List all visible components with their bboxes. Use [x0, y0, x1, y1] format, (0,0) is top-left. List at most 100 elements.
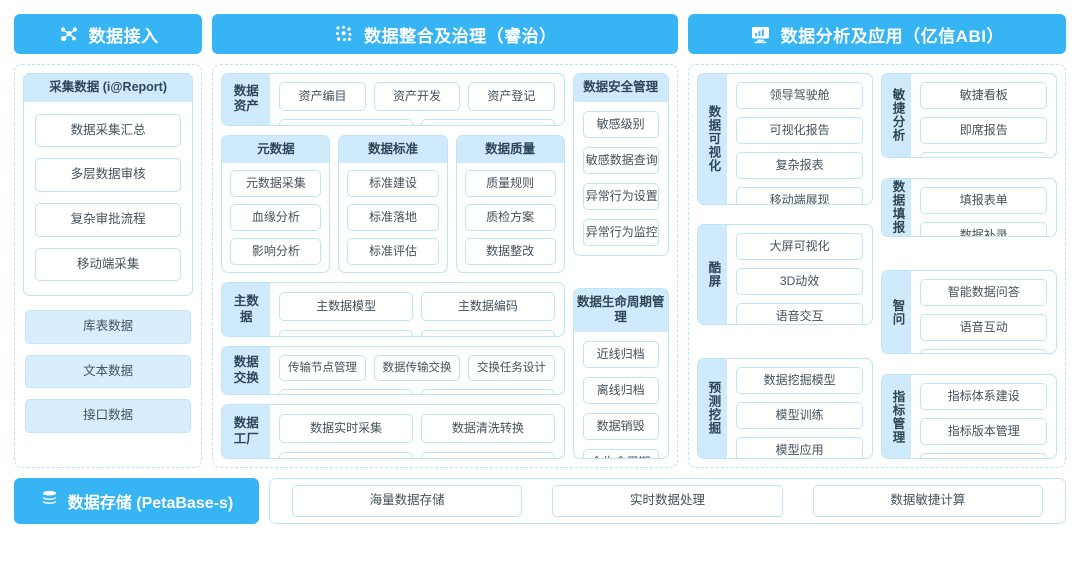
- chip-mdm-model[interactable]: 主数据模型: [279, 292, 413, 322]
- chip-standard-2[interactable]: 标准评估: [347, 238, 439, 266]
- group-smart-ask: 智问 智能数据问答 语音互动 知识图谱: [880, 269, 1057, 355]
- chip-indicator-1[interactable]: 指标版本管理: [920, 418, 1047, 446]
- group-label: 数据工厂: [222, 405, 271, 458]
- chip-mining-2[interactable]: 模型应用: [736, 436, 863, 459]
- chip-exchange-node[interactable]: 传输节点管理: [279, 354, 366, 382]
- chip-metadata-1[interactable]: 血缘分析: [230, 204, 322, 232]
- chip-agile-2[interactable]: 幻灯片报告: [920, 152, 1047, 157]
- header-banner-row: 数据接入 数据整合及治理（睿治）: [14, 14, 1066, 54]
- group-master-data: 主数据 主数据模型 主数据编码 主数据维护 主数据分发: [221, 282, 565, 337]
- chip-security-0[interactable]: 敏感级别: [582, 110, 659, 138]
- chip-asset-service[interactable]: 资产服务: [420, 119, 555, 125]
- chip-lifecycle-1[interactable]: 离线归档: [582, 376, 659, 404]
- chip-lifecycle-2[interactable]: 数据销毁: [582, 412, 659, 440]
- chip-fill-1[interactable]: 数据补录: [920, 221, 1047, 236]
- chip-coolscreen-2[interactable]: 语音交互: [736, 302, 863, 324]
- chip-visualization-3[interactable]: 移动端展现: [736, 187, 863, 204]
- chip-factory-encrypt[interactable]: 数据加密: [279, 452, 413, 459]
- chip-quality-2[interactable]: 数据整改: [464, 238, 556, 266]
- chip-asset-develop[interactable]: 资产开发: [373, 82, 461, 111]
- group-title: 数据标准: [339, 135, 447, 164]
- chip-visualization-0[interactable]: 领导驾驶舱: [736, 82, 863, 109]
- chip-security-1[interactable]: 敏感数据查询: [582, 146, 659, 174]
- chip-storage-0[interactable]: 海量数据存储: [292, 485, 523, 517]
- group-title: 数据生命周期管理: [573, 288, 668, 332]
- chip-lifecycle-0[interactable]: 近线归档: [582, 340, 659, 368]
- chip-mdm-distribute[interactable]: 主数据分发: [420, 330, 555, 336]
- nodes-icon: [58, 23, 80, 45]
- chip-mining-1[interactable]: 模型训练: [736, 401, 863, 429]
- chip-ask-2[interactable]: 知识图谱: [920, 348, 1047, 354]
- chip-collect-0[interactable]: 数据采集汇总: [35, 113, 182, 148]
- chip-standard-1[interactable]: 标准落地: [347, 204, 439, 232]
- group-visualization: 数据可视化 领导驾驶舱 可视化报告 复杂报表 移动端展现: [696, 73, 873, 205]
- storage-row-container: 数据存储 (PetaBase-s) 海量数据存储 实时数据处理 数据敏捷计算: [14, 478, 1066, 524]
- chip-exchange-transfer[interactable]: 数据传输交换: [373, 354, 461, 382]
- chip-asset-tag[interactable]: 资产标签: [279, 119, 413, 125]
- chip-source-1[interactable]: 文本数据: [25, 354, 192, 389]
- chip-ask-1[interactable]: 语音互动: [920, 313, 1047, 341]
- group-label: 预测挖掘: [697, 358, 728, 459]
- chip-quality-0[interactable]: 质量规则: [464, 170, 556, 198]
- group-title: 数据安全管理: [573, 74, 668, 102]
- chip-asset-register[interactable]: 资产登记: [468, 82, 555, 111]
- group-label: 指标管理: [881, 375, 912, 459]
- group-label: 主数据: [222, 283, 271, 336]
- chip-indicator-0[interactable]: 指标体系建设: [920, 383, 1047, 411]
- group-data-sources: 库表数据 文本数据 接口数据: [23, 310, 193, 433]
- chip-visualization-2[interactable]: 复杂报表: [736, 152, 863, 179]
- dots-grid-icon: [333, 23, 355, 45]
- chip-collect-3[interactable]: 移动端采集: [35, 247, 182, 282]
- chip-source-0[interactable]: 库表数据: [25, 310, 192, 344]
- chip-factory-clean[interactable]: 数据清洗转换: [420, 414, 555, 444]
- group-data-standard: 数据标准 标准建设 标准落地 标准评估: [338, 134, 448, 274]
- group-data-fill: 数据填报 填报表单 数据补录: [880, 177, 1057, 237]
- chip-coolscreen-1[interactable]: 3D动效: [736, 267, 863, 295]
- chip-collect-1[interactable]: 多层数据审核: [35, 158, 182, 192]
- banner-data-storage[interactable]: 数据存储 (PetaBase-s): [14, 478, 259, 524]
- group-indicator-management: 指标管理 指标体系建设 指标版本管理 指标数据分析: [880, 374, 1057, 460]
- chip-exchange-schedule[interactable]: 任务调度管理: [279, 389, 413, 395]
- group-data-asset: 数据资产 资产编目 资产开发 资产登记 资产标签 资产服务: [221, 73, 565, 126]
- chip-security-2[interactable]: 异常行为设置: [582, 182, 659, 210]
- chip-factory-realtime[interactable]: 数据实时采集: [279, 414, 413, 444]
- chip-security-3[interactable]: 异常行为监控: [582, 218, 659, 246]
- chip-fill-0[interactable]: 填报表单: [920, 186, 1047, 214]
- group-label: 数据交换: [222, 346, 271, 395]
- group-collect-data: 采集数据 (i@Report) 数据采集汇总 多层数据审核 复杂审批流程 移动端…: [23, 73, 194, 297]
- chip-mining-0[interactable]: 数据挖掘模型: [736, 366, 863, 394]
- banner-data-governance[interactable]: 数据整合及治理（睿治）: [212, 14, 678, 54]
- chip-storage-2[interactable]: 数据敏捷计算: [812, 485, 1043, 517]
- chip-mdm-maintain[interactable]: 主数据维护: [279, 330, 413, 336]
- chip-agile-0[interactable]: 敏捷看板: [920, 82, 1047, 109]
- panel-data-analysis: 数据可视化 领导驾驶舱 可视化报告 复杂报表 移动端展现 酷屏 大屏可视化 3D…: [687, 64, 1066, 468]
- chip-visualization-1[interactable]: 可视化报告: [736, 117, 863, 144]
- chip-exchange-taskdesign[interactable]: 交换任务设计: [468, 354, 555, 382]
- monitor-chart-icon: [750, 23, 772, 45]
- chip-source-2[interactable]: 接口数据: [25, 399, 192, 433]
- banner-data-ingest[interactable]: 数据接入: [14, 14, 203, 54]
- chip-indicator-2[interactable]: 指标数据分析: [920, 453, 1047, 459]
- banner-data-analysis[interactable]: 数据分析及应用（亿信ABI）: [687, 14, 1066, 54]
- chip-metadata-0[interactable]: 元数据采集: [230, 170, 322, 198]
- banner-label: 数据存储 (PetaBase-s): [67, 495, 234, 512]
- chip-collect-2[interactable]: 复杂审批流程: [35, 202, 182, 237]
- chip-standard-0[interactable]: 标准建设: [347, 170, 439, 198]
- chip-agile-1[interactable]: 即席报告: [920, 117, 1047, 144]
- group-title: 元数据: [222, 135, 330, 164]
- chip-quality-1[interactable]: 质检方案: [464, 204, 556, 232]
- database-icon: [40, 489, 59, 513]
- chip-coolscreen-0[interactable]: 大屏可视化: [736, 232, 863, 260]
- chip-metadata-2[interactable]: 影响分析: [230, 238, 322, 266]
- chip-exchange-monitor[interactable]: 交换监控: [420, 389, 555, 395]
- group-label: 数据填报: [881, 178, 912, 236]
- chip-lifecycle-3[interactable]: 全生命周期监控: [582, 448, 659, 458]
- chip-storage-1[interactable]: 实时数据处理: [552, 485, 783, 517]
- chip-ask-0[interactable]: 智能数据问答: [920, 278, 1047, 306]
- chip-mdm-code[interactable]: 主数据编码: [420, 292, 555, 322]
- group-title: 数据质量: [456, 135, 564, 164]
- group-coolscreen: 酷屏 大屏可视化 3D动效 语音交互: [696, 223, 873, 325]
- chip-factory-mask[interactable]: 数据脱敏: [420, 452, 555, 459]
- chip-asset-catalog[interactable]: 资产编目: [279, 82, 366, 111]
